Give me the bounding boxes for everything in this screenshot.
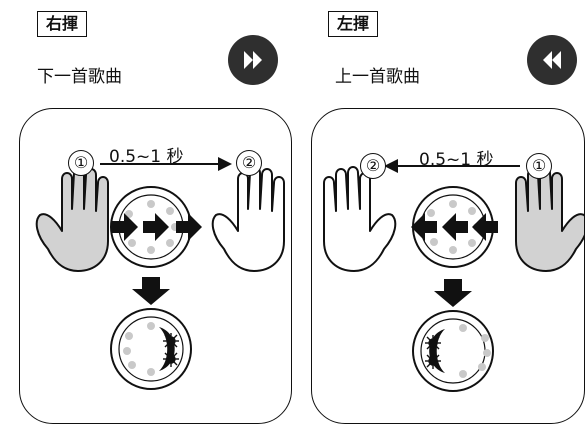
left-swipe-start-marker: ① [526, 153, 552, 179]
right-swipe-title: 右揮 [37, 11, 88, 37]
left-swipe-panel: 左揮 上一首歌曲 [293, 0, 585, 432]
left-swipe-title: 左揮 [328, 11, 379, 37]
end-hand [323, 166, 397, 272]
left-swipe-illustration: 0.5~1 秒 ② ① [311, 108, 585, 424]
right-arrows [112, 213, 202, 241]
start-hand [515, 166, 584, 272]
right-swipe-illustration: 0.5~1 秒 ① ② [19, 108, 292, 424]
right-swipe-timing: 0.5~1 秒 [109, 147, 184, 167]
right-swipe-start-marker: ① [68, 150, 94, 176]
start-hand [35, 166, 109, 272]
sensor-circle-result [110, 308, 192, 390]
left-swipe-timing: 0.5~1 秒 [419, 150, 494, 170]
right-swipe-description: 下一首歌曲 [37, 67, 122, 87]
right-swipe-end-marker: ② [236, 150, 262, 176]
rewind-button[interactable] [527, 35, 577, 85]
end-hand [211, 166, 285, 272]
right-swipe-panel: 右揮 下一首歌曲 [0, 0, 292, 432]
rewind-icon [543, 51, 561, 69]
fast-forward-button[interactable] [228, 35, 278, 85]
down-arrow [434, 279, 472, 307]
down-arrow [132, 277, 170, 305]
fast-forward-icon [244, 51, 262, 69]
left-arrows [411, 213, 498, 241]
sensor-circle-result [412, 310, 494, 392]
left-swipe-end-marker: ② [360, 153, 386, 179]
left-swipe-description: 上一首歌曲 [335, 67, 420, 87]
